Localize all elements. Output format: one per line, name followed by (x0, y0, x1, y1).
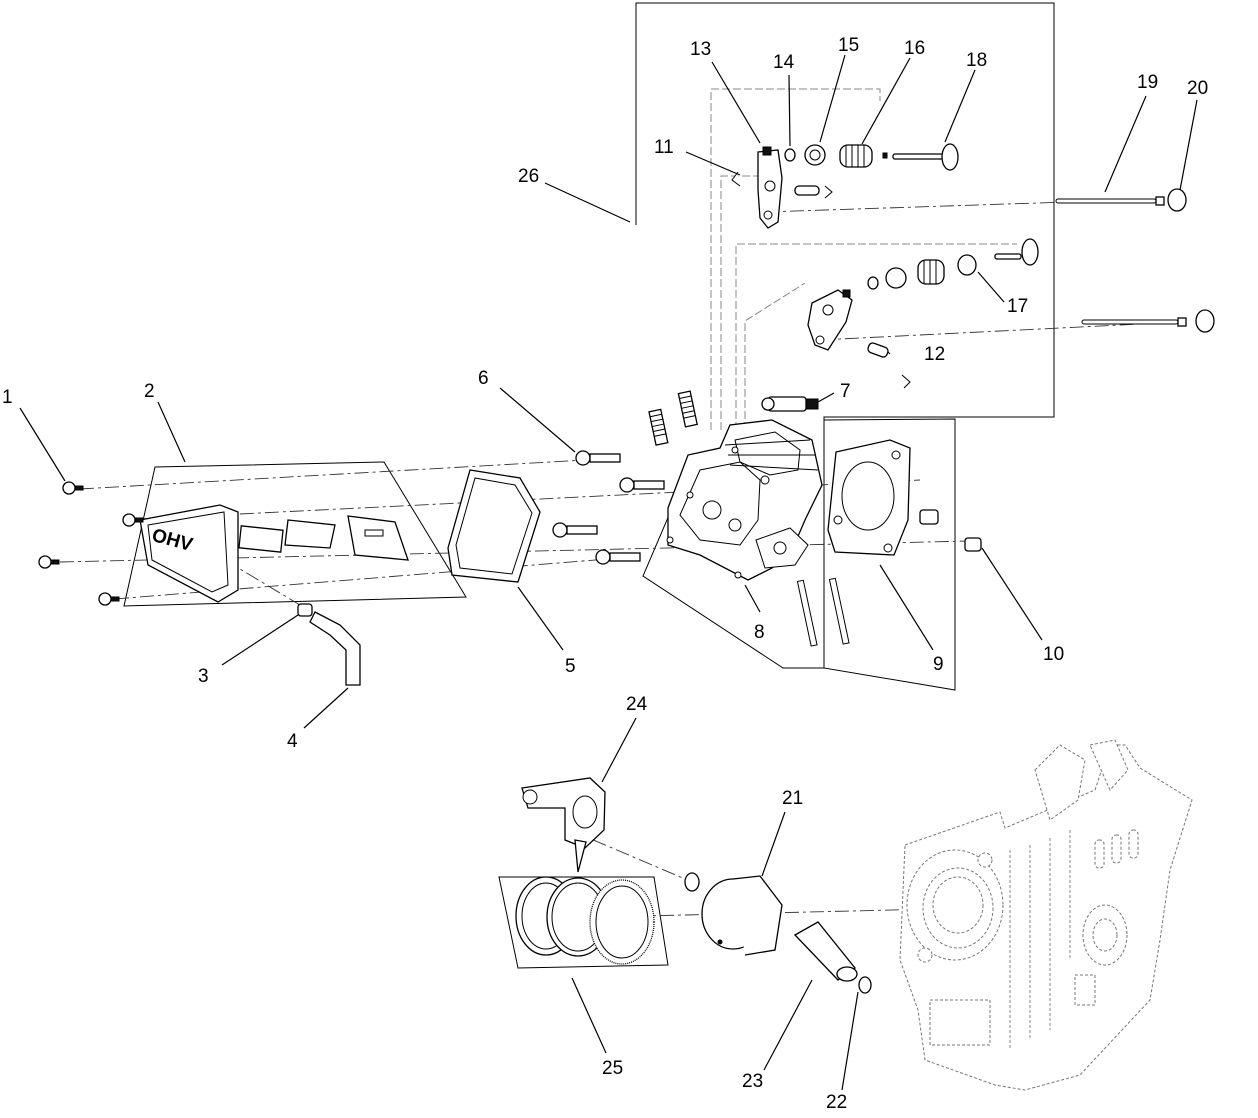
bolt-6-mid (619, 477, 665, 493)
head-gasket-9 (827, 439, 911, 556)
callout-18: 18 (966, 50, 987, 71)
piston-21 (701, 875, 783, 956)
dowel-pin-10 (919, 509, 982, 552)
cylinder-head-8 (666, 419, 823, 581)
callout-16: 16 (904, 38, 925, 59)
bolt-6-bottom (595, 549, 641, 565)
valve-spring-lower (867, 238, 1039, 290)
leader-lines (19, 54, 1198, 1091)
callout-21: 21 (782, 788, 803, 809)
callout-8: 8 (754, 622, 765, 643)
circlips (684, 872, 872, 994)
callout-7: 7 (840, 381, 851, 402)
callout-19: 19 (1137, 72, 1158, 93)
callout-11: 11 (654, 137, 674, 158)
callout-labels: 1 2 3 4 5 6 7 8 9 10 11 12 13 14 15 16 1… (2, 35, 1208, 1113)
valve-collet-14 (784, 148, 796, 162)
spring-retainer-15 (804, 144, 826, 166)
callout-17: 17 (1007, 296, 1028, 317)
callout-20: 20 (1187, 78, 1208, 99)
callout-6: 6 (478, 368, 489, 389)
push-rod-lower (1081, 309, 1215, 333)
callout-4: 4 (287, 731, 298, 752)
valve-subgroup-box-lower (735, 243, 1017, 430)
callout-2: 2 (144, 381, 155, 402)
push-rod-guide-12 (867, 342, 911, 389)
cover-screws-1 (38, 481, 144, 606)
spark-plug-7 (761, 396, 819, 412)
breather-hose-4 (309, 611, 361, 686)
engine-block-illustration (899, 739, 1193, 1091)
callout-10: 10 (1043, 644, 1064, 665)
push-rod-19 (1055, 196, 1165, 206)
rocker-arm-lower (807, 289, 853, 351)
callout-13: 13 (690, 39, 711, 60)
rocker-pivot-upper (731, 171, 833, 199)
callout-9: 9 (933, 654, 944, 675)
callout-12: 12 (924, 344, 945, 365)
gasket-group-box (823, 418, 956, 691)
valve-train-group-box (635, 2, 1055, 669)
valve-cover-2: OHV (139, 504, 409, 603)
cover-group-box (123, 461, 467, 607)
rings-group-box (498, 876, 669, 969)
callout-5: 5 (565, 656, 576, 677)
callout-3: 3 (198, 666, 209, 687)
breather-fitting-3 (297, 603, 313, 617)
callout-25: 25 (602, 1058, 623, 1079)
connecting-rod-24 (521, 777, 606, 873)
callout-15: 15 (838, 35, 859, 56)
callout-1: 1 (2, 387, 13, 408)
valve-subgroup-box-upper (710, 88, 881, 430)
rocker-arm-upper (757, 146, 783, 229)
callout-22: 22 (826, 1092, 847, 1113)
valve-18 (892, 143, 959, 171)
bolt-6-lower (552, 522, 598, 538)
bolt-6-upper (575, 450, 621, 466)
head-studs (648, 390, 850, 647)
callout-14: 14 (773, 52, 795, 73)
callout-26: 26 (518, 166, 539, 187)
piston-pin-23 (793, 921, 858, 982)
valve-seat-20 (1167, 188, 1187, 212)
piston-rings-25 (515, 876, 655, 965)
valve-cover-gasket-5 (447, 469, 541, 583)
valve-spring-16 (839, 144, 888, 168)
callout-23: 23 (742, 1071, 763, 1092)
callout-24: 24 (626, 694, 648, 715)
